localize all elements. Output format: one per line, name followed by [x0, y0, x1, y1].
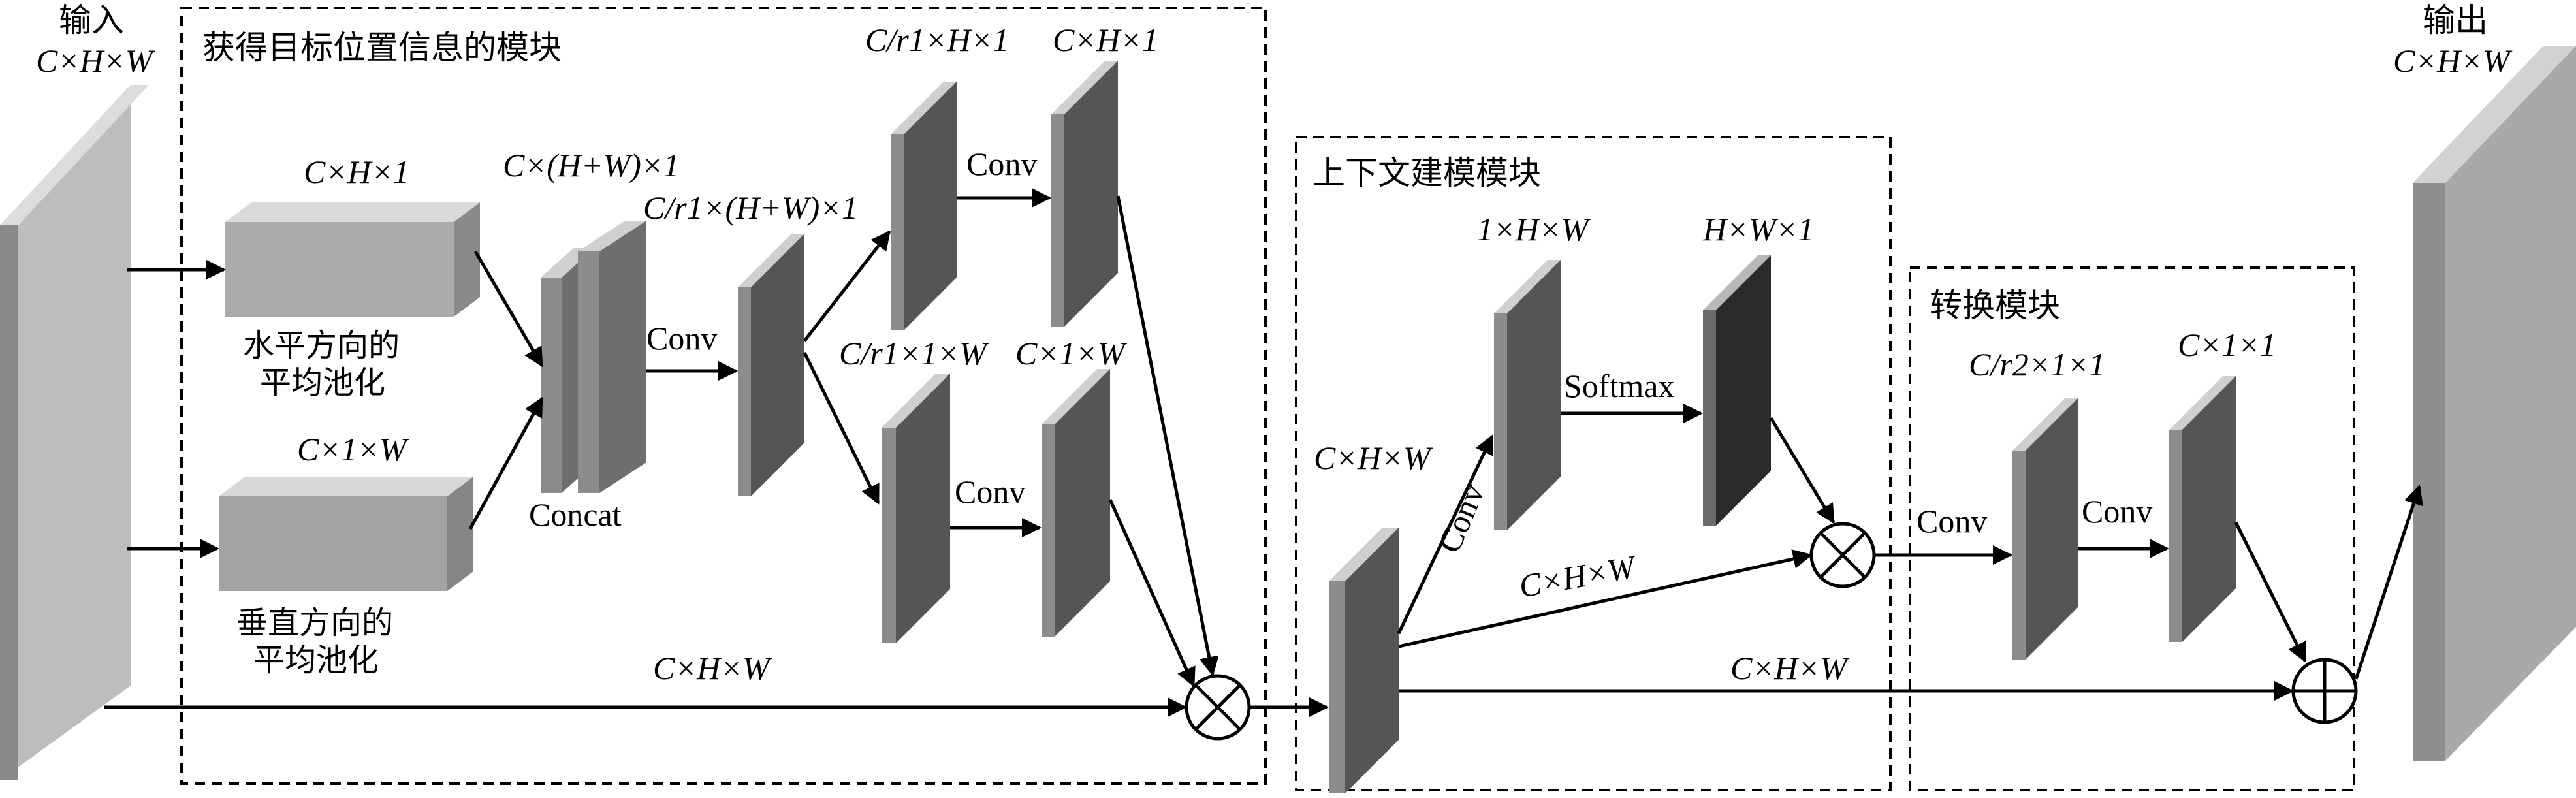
pool-w-caption-2: 平均池化: [253, 642, 379, 678]
conv-reduce-dims: C/r1×(H+W)×1: [643, 189, 858, 226]
concat-label: Concat: [529, 496, 622, 533]
add-operator: [2291, 658, 2358, 724]
conv-reduce-block: [738, 234, 804, 496]
output-feature-map: [2413, 46, 2576, 761]
context-in-dims: C×H×W: [1314, 439, 1433, 476]
pool-h-caption-1: 水平方向的: [243, 327, 400, 364]
input-dims: C×H×W: [36, 42, 155, 79]
pool-w-dims: C×1×W: [297, 431, 409, 468]
conv-w-block: [1042, 369, 1110, 637]
softmax-block: [1703, 255, 1771, 526]
context-input-block: [1329, 528, 1399, 793]
softmax-label: Softmax: [1564, 368, 1674, 404]
transform-module-title: 转换模块: [1930, 287, 2060, 325]
conv-w-label: Conv: [955, 473, 1025, 510]
multiply-operator-1: [1185, 674, 1251, 741]
transform-conv1-label: Conv: [1916, 503, 1987, 539]
conv-h-label: Conv: [966, 146, 1037, 182]
context-module-box: [1295, 136, 1892, 791]
input-title: 输入: [59, 1, 124, 39]
split-h-dims: C/r1×H×1: [865, 22, 1009, 58]
output-dims: C×H×W: [2393, 42, 2513, 79]
context-skip-dims: C×H×W: [1730, 650, 1850, 686]
pool-h-dims: C×H×1: [304, 153, 409, 190]
conv-reduce-label: Conv: [646, 320, 717, 357]
split-h-block: [891, 82, 957, 330]
position-module-title: 获得目标位置信息的模块: [202, 29, 562, 67]
input-feature-map: [0, 85, 149, 780]
position-skip-dims: C×H×W: [653, 650, 772, 686]
transform-conv2-label: Conv: [2082, 493, 2152, 530]
split-w-block: [882, 374, 950, 643]
arrows: [104, 188, 2423, 717]
transform-conv1-dims: C/r2×1×1: [1969, 346, 2105, 383]
concat-dims: C×(H+W)×1: [503, 147, 680, 184]
pool-h-caption-2: 平均池化: [260, 364, 385, 401]
key-dims: 1×H×W: [1477, 211, 1591, 247]
conv-h-dims: C×H×1: [1053, 22, 1158, 58]
multiply-operator-2: [1809, 522, 1876, 588]
output-title: 输出: [2423, 1, 2488, 39]
transform-module-box: [1909, 266, 2355, 791]
attn-dims: H×W×1: [1702, 211, 1814, 247]
transform-conv2-dims: C×1×1: [2178, 327, 2276, 363]
context-module-title: 上下文建模模块: [1312, 154, 1541, 192]
split-w-dims: C/r1×1×W: [839, 335, 989, 372]
horizontal-pool-block: [225, 202, 480, 317]
conv-h-block: [1051, 61, 1118, 327]
vertical-pool-block: [219, 477, 473, 591]
transform-conv1-block: [2012, 398, 2078, 660]
position-module-box: [180, 7, 1267, 785]
key-block: [1494, 260, 1561, 530]
concat-block: [541, 221, 646, 493]
conv-w-dims: C×1×W: [1015, 335, 1128, 372]
pool-w-caption-1: 垂直方向的: [236, 605, 393, 641]
transform-conv2-block: [2169, 376, 2236, 642]
